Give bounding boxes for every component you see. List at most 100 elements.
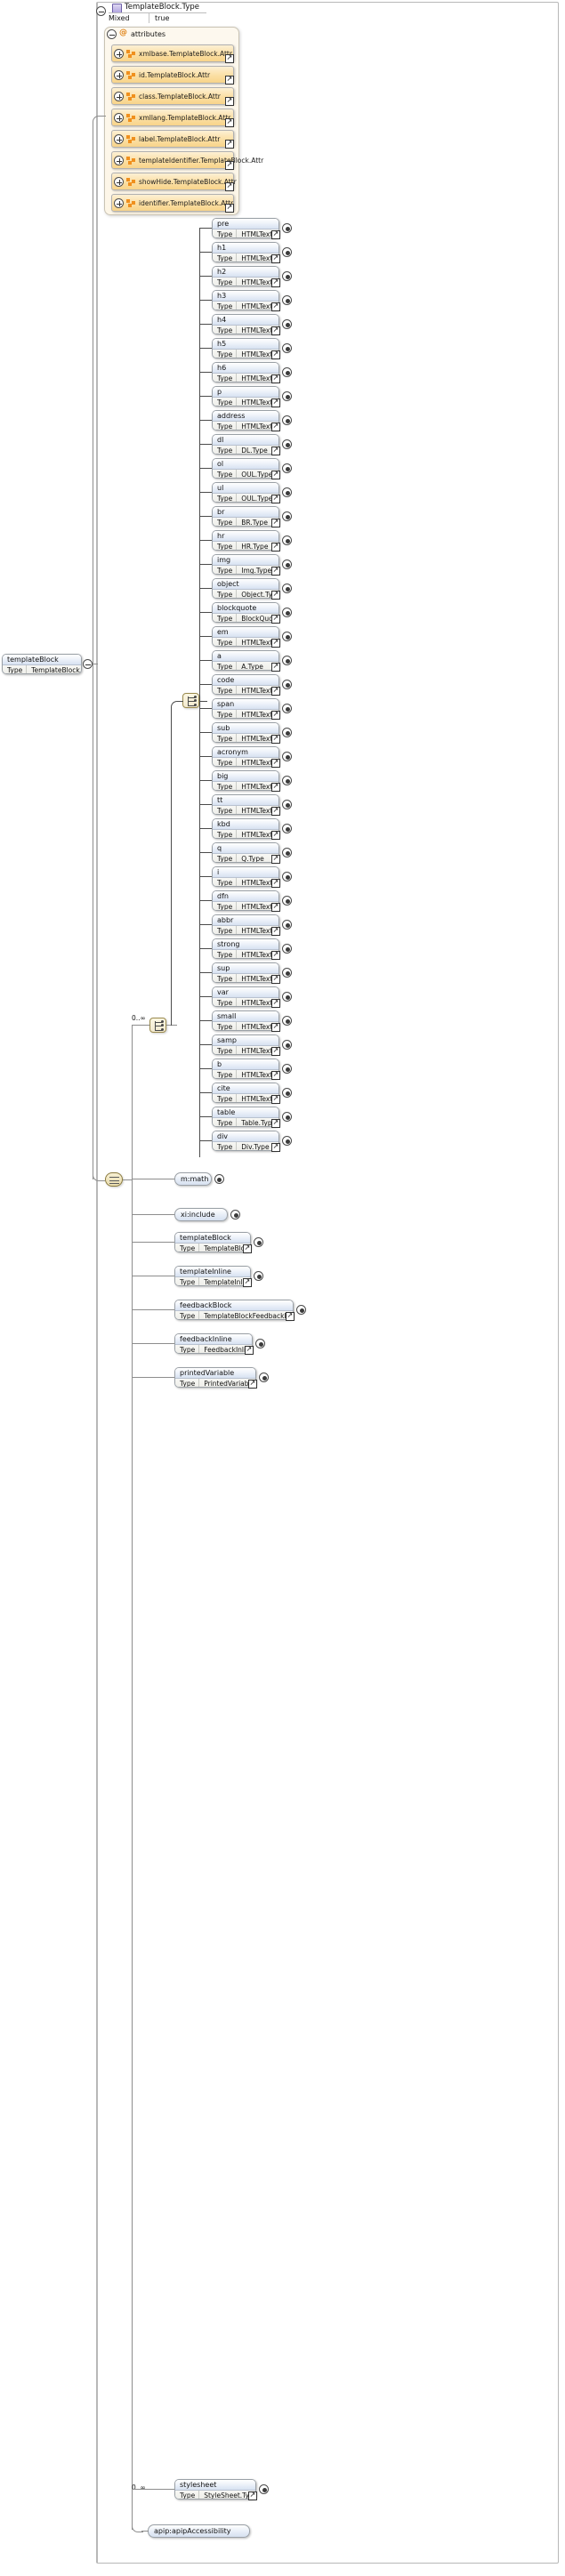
element-occurrence-marker[interactable] — [282, 439, 292, 449]
element-occurrence-marker[interactable] — [282, 319, 292, 329]
element-ref-badge[interactable] — [271, 543, 280, 551]
element-occurrence-marker[interactable] — [282, 415, 292, 425]
element-ref-badge[interactable] — [271, 519, 280, 527]
attribute-ref-badge[interactable] — [225, 118, 234, 127]
attribute-ref-badge[interactable] — [225, 76, 234, 85]
element-ref-badge[interactable] — [271, 398, 280, 407]
attribute-row[interactable]: class.TemplateBlock.Attr — [111, 87, 234, 105]
attribute-ref-badge[interactable] — [225, 204, 234, 213]
element-occurrence-marker[interactable] — [282, 271, 292, 281]
element-ref-badge[interactable] — [271, 230, 280, 239]
element-occurrence-marker[interactable] — [282, 920, 292, 930]
element-ref-badge[interactable] — [271, 711, 280, 720]
element-ref-badge[interactable] — [243, 1244, 252, 1253]
element-ref-badge[interactable] — [271, 663, 280, 672]
element-ref-badge[interactable] — [271, 591, 280, 600]
element-ref-badge[interactable] — [271, 831, 280, 840]
element-occurrence-marker[interactable] — [282, 1112, 292, 1122]
element-occurrence-marker[interactable] — [282, 896, 292, 906]
attribute-ref-badge[interactable] — [225, 97, 234, 106]
element-occurrence-marker[interactable] — [282, 872, 292, 881]
element-occurrence-marker[interactable] — [282, 247, 292, 257]
element-occurrence-marker[interactable] — [282, 800, 292, 809]
attribute-expand-toggle[interactable] — [114, 49, 124, 59]
element-occurrence-marker[interactable] — [282, 680, 292, 689]
element-occurrence-marker[interactable] — [282, 944, 292, 954]
sequence-compositor-root[interactable] — [105, 1172, 123, 1187]
element-occurrence-marker[interactable] — [254, 1271, 263, 1281]
attribute-expand-toggle[interactable] — [114, 177, 124, 187]
element-occurrence-marker[interactable] — [282, 608, 292, 617]
choice-compositor-outer[interactable] — [149, 1018, 166, 1033]
element-occurrence-marker[interactable] — [259, 1373, 269, 1382]
element-occurrence-marker[interactable] — [282, 223, 292, 233]
element-ref-badge[interactable] — [271, 975, 280, 984]
element-ref-badge[interactable] — [271, 927, 280, 936]
element-ref-pill[interactable]: m:math — [174, 1172, 212, 1186]
element-ref-badge[interactable] — [271, 687, 280, 696]
element-occurrence-marker[interactable] — [282, 559, 292, 569]
element-occurrence-marker[interactable] — [259, 2484, 269, 2494]
attribute-row[interactable]: templateIdentifier.TemplateBlock.Attr — [111, 151, 263, 169]
complextype-collapse-toggle[interactable] — [96, 6, 106, 16]
element-ref-badge[interactable] — [271, 1047, 280, 1056]
element-ref-badge[interactable] — [271, 951, 280, 960]
element-templateBlock-root[interactable]: templateBlock Type TemplateBlock.Type — [2, 654, 82, 674]
element-ref-badge[interactable] — [271, 278, 280, 287]
element-ref-badge[interactable] — [271, 302, 280, 311]
element-ref-badge[interactable] — [271, 374, 280, 383]
ref-occurrence-marker[interactable] — [230, 1210, 240, 1220]
element-occurrence-marker[interactable] — [296, 1305, 306, 1315]
element-occurrence-marker[interactable] — [282, 343, 292, 353]
attribute-expand-toggle[interactable] — [114, 198, 124, 208]
element-occurrence-marker[interactable] — [282, 824, 292, 833]
element-ref-badge[interactable] — [271, 326, 280, 335]
element-ref-badge[interactable] — [271, 495, 280, 503]
attribute-expand-toggle[interactable] — [114, 70, 124, 80]
ref-occurrence-marker[interactable] — [214, 1174, 224, 1184]
element-ref-badge[interactable] — [271, 855, 280, 864]
element-ref-badge[interactable] — [271, 423, 280, 431]
element-occurrence-marker[interactable] — [282, 704, 292, 713]
element-ref-pill[interactable]: apip:apipAccessibility — [148, 2524, 251, 2538]
element-occurrence-marker[interactable] — [255, 1339, 265, 1348]
element-occurrence-marker[interactable] — [282, 776, 292, 785]
attribute-row[interactable]: xmlbase.TemplateBlock.Attr — [111, 44, 234, 62]
choice-compositor-inner[interactable] — [182, 693, 199, 708]
attribute-expand-toggle[interactable] — [114, 113, 124, 123]
element-occurrence-marker[interactable] — [282, 848, 292, 857]
element-ref-badge[interactable] — [248, 2491, 257, 2500]
element-ref-badge[interactable] — [271, 350, 280, 359]
attribute-row[interactable]: xmllang.TemplateBlock.Attr — [111, 109, 234, 126]
element-occurrence-marker[interactable] — [282, 463, 292, 473]
element-ref-badge[interactable] — [243, 1278, 252, 1287]
attribute-expand-toggle[interactable] — [114, 134, 124, 144]
element-occurrence-marker[interactable] — [282, 1136, 292, 1146]
element-occurrence-marker[interactable] — [282, 487, 292, 497]
element-occurrence-marker[interactable] — [282, 295, 292, 305]
